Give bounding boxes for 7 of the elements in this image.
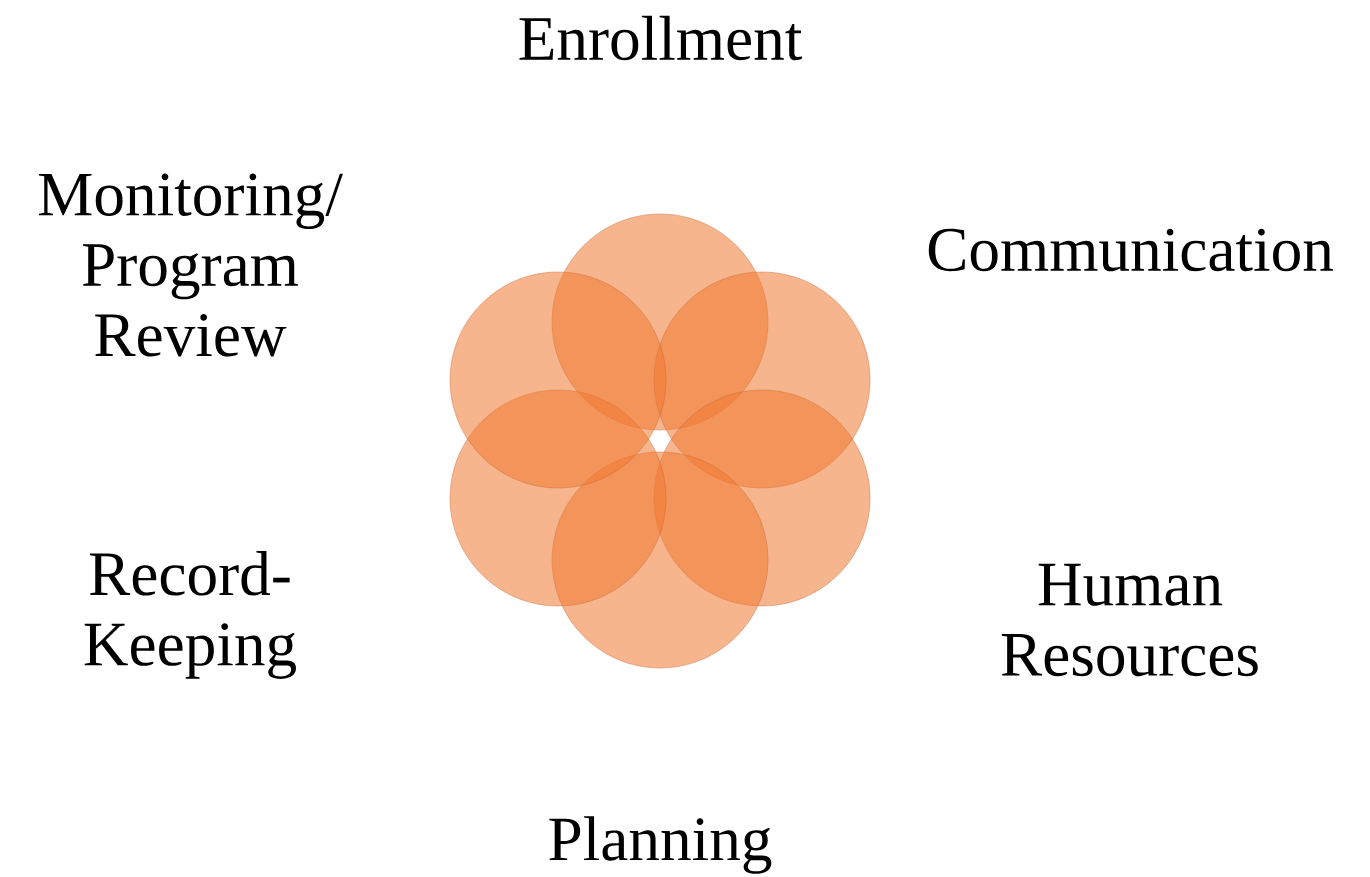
circle — [449, 271, 667, 489]
circle-label: Record-Keeping — [84, 551, 296, 679]
circle-label: Communication — [928, 228, 1333, 272]
circle-label: Human Resources — [1001, 563, 1258, 677]
circle-label: Monitoring/ Program Review — [38, 173, 343, 357]
circle-label: Planning — [549, 816, 772, 874]
circle-label: Enrollment — [519, 15, 802, 61]
